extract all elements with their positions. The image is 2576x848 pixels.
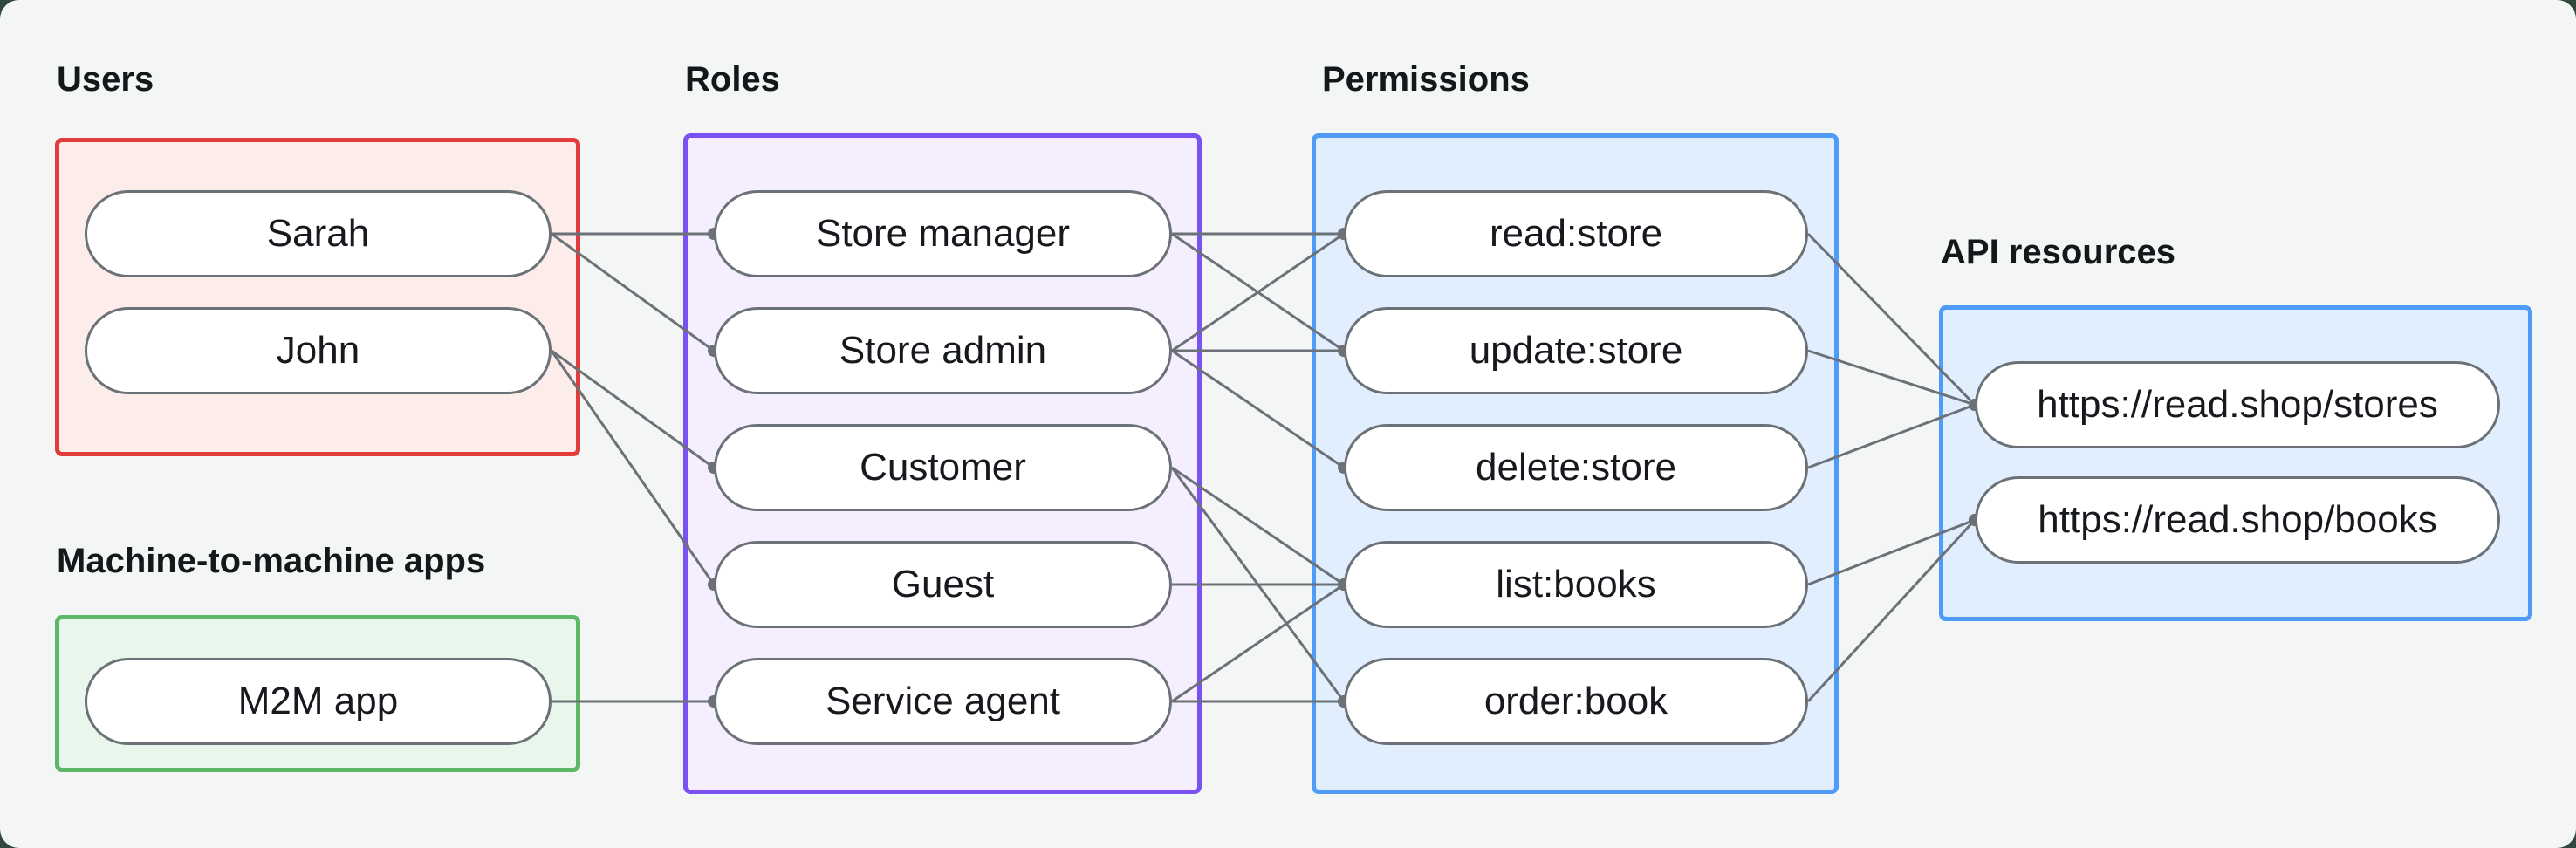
node-order-book: order:book — [1344, 658, 1808, 745]
node-list-books: list:books — [1344, 541, 1808, 628]
edge-delete-store-to-stores-api — [1807, 403, 1976, 469]
edge-update-store-to-stores-api — [1807, 349, 1976, 407]
node-store-admin: Store admin — [714, 307, 1172, 394]
edge-store-admin-to-delete-store — [1171, 349, 1345, 469]
group-label-m2m-apps: Machine-to-machine apps — [57, 542, 486, 580]
node-john: John — [85, 307, 552, 394]
edge-read-store-to-stores-api — [1806, 232, 1977, 407]
group-label-permissions: Permissions — [1322, 60, 1530, 99]
edge-order-book-to-books-api — [1806, 518, 1977, 703]
node-service-agent: Service agent — [714, 658, 1172, 745]
group-label-users: Users — [57, 60, 154, 99]
node-delete-store: delete:store — [1344, 424, 1808, 511]
edge-customer-to-list-books — [1171, 466, 1345, 586]
group-api-resources — [1939, 305, 2532, 621]
node-sarah: Sarah — [85, 190, 552, 277]
edge-store-admin-to-read-store — [1171, 232, 1345, 352]
edge-sarah-to-store-admin — [551, 232, 715, 352]
edge-service-agent-to-list-books — [1171, 583, 1345, 703]
node-books-api: https://read.shop/books — [1975, 476, 2500, 564]
group-label-api-resources: API resources — [1941, 233, 2176, 271]
edge-list-books-to-books-api — [1807, 518, 1976, 586]
node-update-store: update:store — [1344, 307, 1808, 394]
edge-john-to-guest — [550, 350, 716, 585]
node-customer: Customer — [714, 424, 1172, 511]
node-m2m-app: M2M app — [85, 658, 552, 745]
group-label-roles: Roles — [685, 60, 780, 99]
node-store-manager: Store manager — [714, 190, 1172, 277]
node-guest: Guest — [714, 541, 1172, 628]
edge-john-to-customer — [551, 349, 715, 469]
node-stores-api: https://read.shop/stores — [1975, 361, 2500, 448]
node-read-store: read:store — [1344, 190, 1808, 277]
